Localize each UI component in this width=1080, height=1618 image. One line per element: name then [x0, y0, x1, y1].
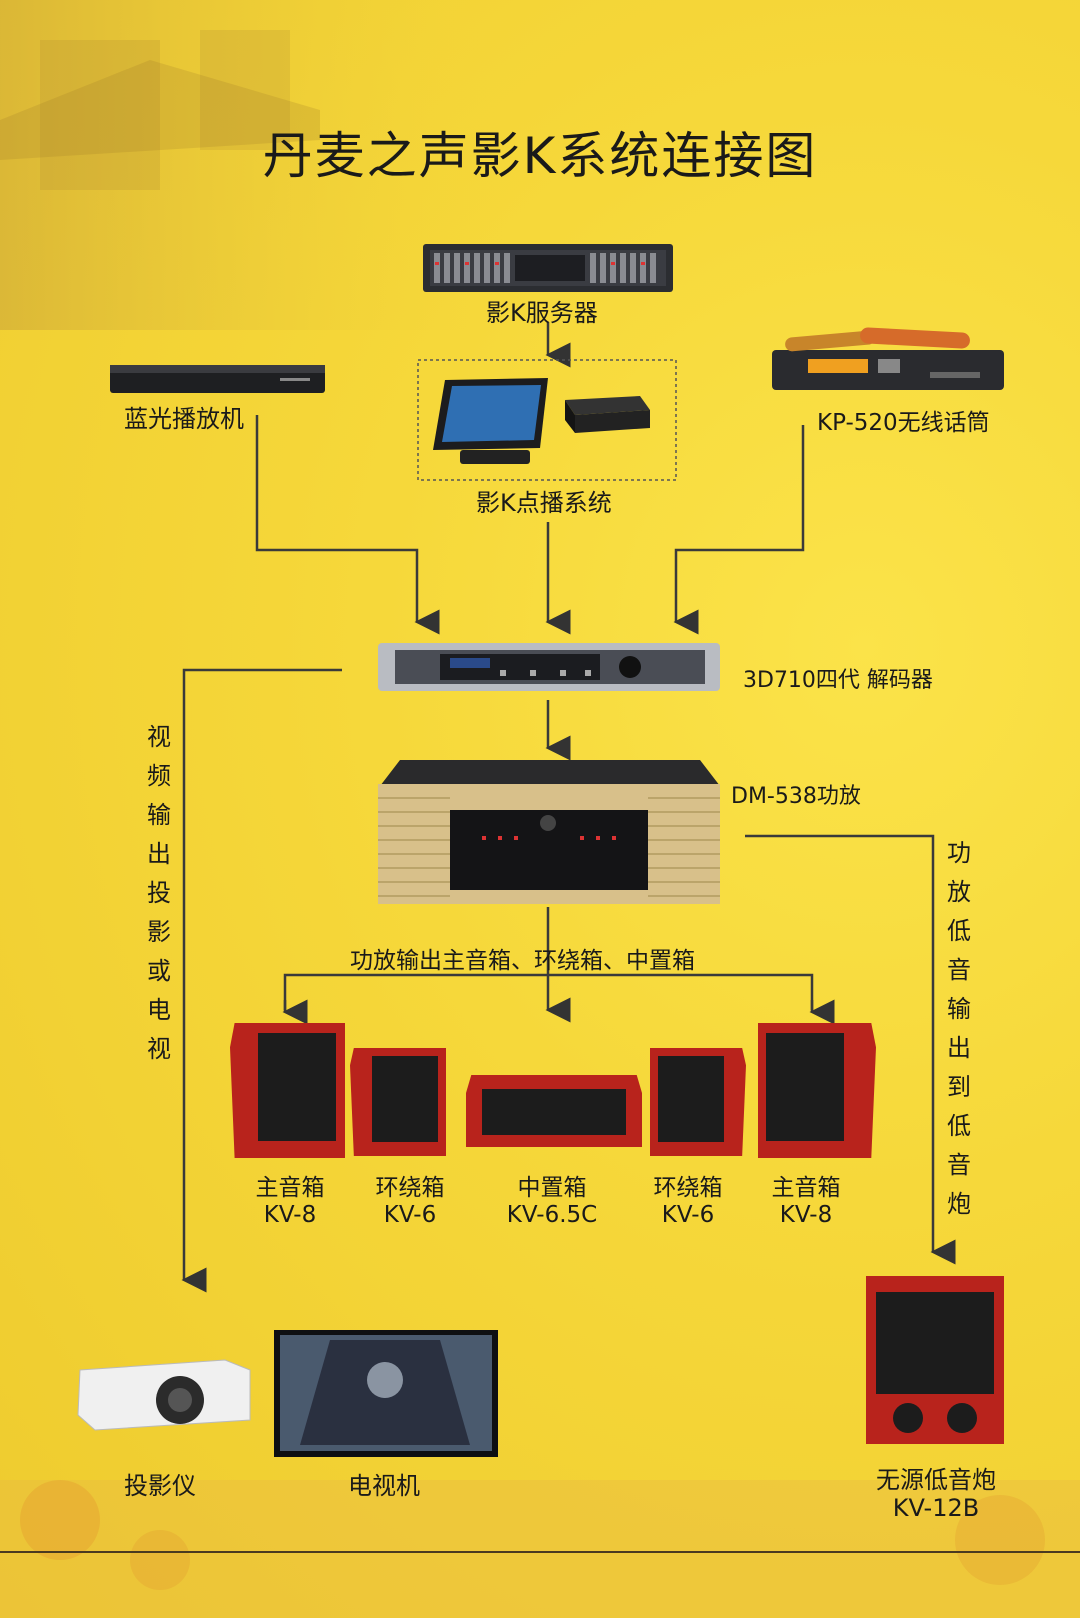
node-label-tv: 电视机: [348, 1472, 420, 1500]
speaker-model: KV-8: [779, 1202, 833, 1228]
speaker-model: KV-6: [383, 1202, 437, 1228]
speaker-label-5: 主音箱 KV-8: [746, 1175, 866, 1229]
speaker-label-4: 环绕箱 KV-6: [630, 1175, 746, 1229]
speaker-label-2: 环绕箱 KV-6: [352, 1175, 468, 1229]
node-label-vod: 影K点播系统: [476, 489, 612, 517]
edge-sub-out: [745, 834, 956, 1265]
node-label-bluray: 蓝光播放机: [124, 405, 244, 433]
node-label-server: 影K服务器: [486, 299, 598, 327]
decoder-icon: [378, 643, 720, 691]
speaker-surround-right-icon: [650, 1048, 746, 1156]
speaker-model: KV-8: [263, 1202, 317, 1228]
node-label-projector: 投影仪: [124, 1472, 196, 1500]
speaker-label-1: 主音箱 KV-8: [230, 1175, 350, 1229]
node-label-mic: KP-520无线话筒: [817, 410, 990, 436]
edge-label-video-out: 视频输出投影或电视: [147, 723, 171, 1063]
subwoofer-icon: [866, 1276, 1004, 1444]
edge-mic-decoder: [673, 425, 805, 635]
vod-tablet-icon: [433, 378, 548, 464]
speaker-name: 主音箱: [771, 1175, 841, 1201]
node-label-decoder: 3D710四代 解码器: [743, 668, 933, 693]
node-label-amp: DM-538功放: [731, 784, 861, 809]
subwoofer-model: KV-12B: [892, 1494, 980, 1522]
vod-group-box: [417, 359, 677, 481]
edge-bluray-decoder: [255, 415, 440, 635]
node-label-subwoofer: 无源低音炮 KV-12B: [856, 1466, 1016, 1522]
speaker-name: 主音箱: [255, 1175, 325, 1201]
subwoofer-name: 无源低音炮: [876, 1466, 996, 1494]
amplifier-icon: [378, 760, 720, 904]
edge-label-speaker-out: 功放输出主音箱、环绕箱、中置箱: [350, 948, 695, 974]
speaker-model: KV-6: [661, 1202, 715, 1228]
tv-icon: [274, 1330, 498, 1457]
speaker-name: 环绕箱: [653, 1175, 723, 1201]
speaker-label-3: 中置箱 KV-6.5C: [488, 1175, 616, 1229]
vod-box-icon: [565, 396, 650, 433]
speaker-main-right-icon: [758, 1023, 876, 1158]
wireless-mic-icon: [772, 327, 1004, 390]
speaker-main-left-icon: [230, 1023, 345, 1158]
projector-icon: [77, 1359, 251, 1431]
diagram-title: 丹麦之声影K系统连接图: [262, 127, 818, 185]
speaker-surround-left-icon: [350, 1048, 446, 1156]
edge-label-sub-out: 功放低音输出到低音炮: [947, 839, 971, 1218]
speaker-model: KV-6.5C: [506, 1202, 598, 1228]
speaker-center-icon: [466, 1075, 642, 1147]
bluray-player-icon: [110, 365, 325, 393]
edge-video-out: [181, 668, 342, 1293]
speaker-name: 环绕箱: [375, 1175, 445, 1201]
edge-speaker-bus: [283, 973, 814, 1010]
speaker-name: 中置箱: [517, 1175, 587, 1201]
server-icon: [423, 244, 673, 292]
